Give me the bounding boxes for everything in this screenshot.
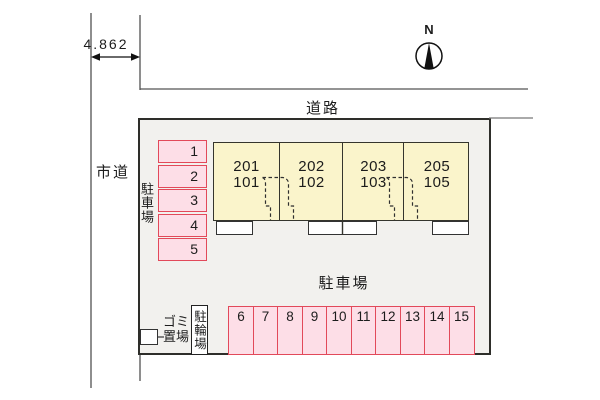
unit-upper: 202 (298, 158, 325, 175)
bicycle-parking-box: 駐輪場 (191, 305, 208, 355)
garbage-label: ゴミ 置場 (162, 314, 189, 344)
parking-stall-9: 9 (301, 306, 328, 355)
parking-stall-3: 3 (158, 189, 207, 212)
road-label: 道路 (305, 100, 340, 117)
unit-lower: 101 (233, 173, 260, 191)
parking-stall-11: 11 (350, 306, 377, 355)
porch (432, 221, 469, 235)
unit-divider (278, 143, 280, 220)
unit-label-2: 202 102 (282, 159, 342, 190)
parking-stall-5: 5 (158, 238, 207, 261)
building-outline: 201 101 202 102 203 103 205 105 (213, 142, 469, 221)
parking-stall-4: 4 (158, 213, 207, 237)
parking-stall-14: 14 (424, 306, 450, 355)
unit-divider (341, 143, 343, 220)
north-arrow-icon (415, 42, 443, 70)
unit-upper: 201 (233, 158, 260, 175)
unit-lower: 105 (423, 173, 451, 191)
garbage-box (140, 329, 158, 345)
unit-label-3: 203 103 (344, 159, 404, 190)
dimension-label: 4.862 (83, 36, 129, 52)
city-road-label: 市道 (95, 164, 130, 181)
unit-label-4: 205 105 (407, 159, 467, 190)
parking-stall-12: 12 (375, 306, 401, 355)
parking-stall-1: 1 (158, 140, 207, 163)
parking-stall-15: 15 (448, 306, 475, 355)
side-parking-label: 駐車場 (139, 182, 154, 224)
main-parking-label: 駐車場 (318, 275, 370, 292)
parking-stall-7: 7 (252, 306, 279, 355)
parking-stall-8: 8 (277, 306, 303, 355)
dimension-arrow (91, 53, 140, 61)
porch (216, 221, 253, 235)
porch (308, 221, 377, 235)
unit-lower: 103 (360, 173, 387, 191)
unit-upper: 205 (423, 158, 451, 175)
unit-upper: 203 (360, 158, 387, 175)
bicycle-parking-label: 駐輪場 (192, 309, 206, 351)
parking-stall-6: 6 (228, 306, 254, 355)
parking-stall-10: 10 (326, 306, 352, 355)
north-label: N (424, 22, 434, 37)
unit-lower: 102 (298, 173, 325, 191)
parking-stall-2: 2 (158, 164, 207, 188)
unit-label-1: 201 101 (217, 159, 277, 190)
parking-stall-13: 13 (399, 306, 426, 355)
